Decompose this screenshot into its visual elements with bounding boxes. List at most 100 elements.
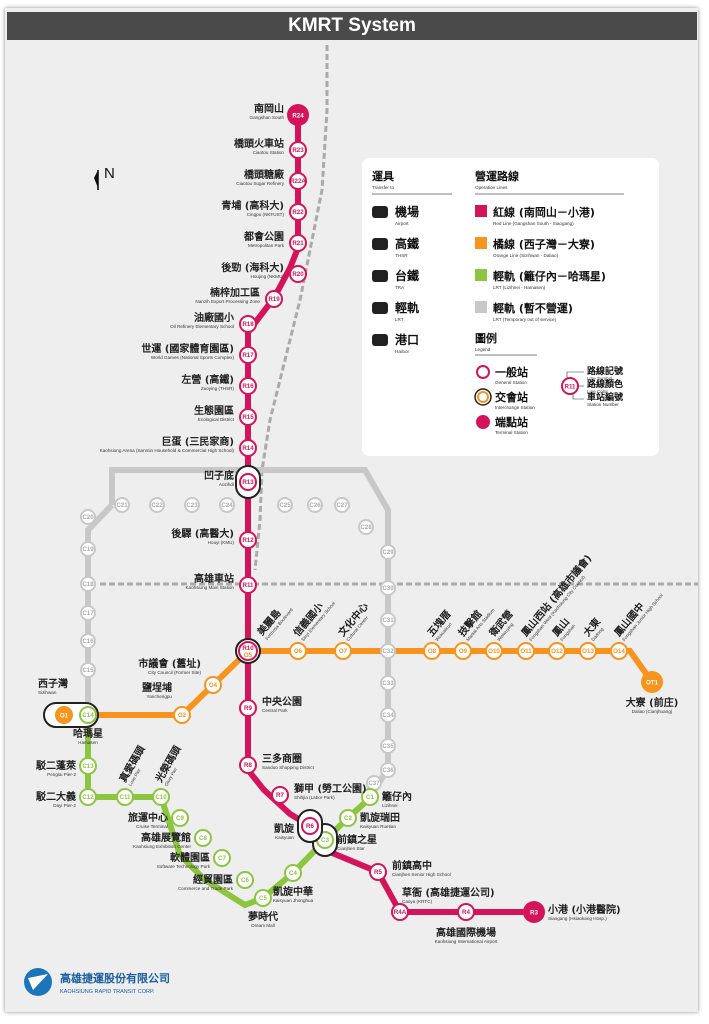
station-o11[interactable]: O11 bbox=[517, 642, 535, 660]
key-sub: General Station bbox=[495, 380, 527, 385]
station-r19[interactable]: R19 bbox=[265, 290, 283, 308]
station-c24[interactable]: C24 bbox=[219, 497, 235, 513]
station-r7[interactable]: R7 bbox=[271, 786, 289, 804]
station-c31[interactable]: C31 bbox=[380, 612, 396, 628]
station-c22[interactable]: C22 bbox=[149, 497, 165, 513]
station-c1[interactable]: C1 bbox=[361, 788, 379, 806]
station-code: C11 bbox=[119, 794, 131, 801]
station-c21[interactable]: C21 bbox=[114, 497, 130, 513]
transfer-label: 高鐵 bbox=[395, 236, 419, 251]
station-c17[interactable]: C17 bbox=[80, 605, 96, 621]
station-c27[interactable]: C27 bbox=[334, 497, 350, 513]
station-name: 南岡山 bbox=[254, 102, 284, 115]
station-c18[interactable]: C18 bbox=[80, 576, 96, 592]
station-o6[interactable]: O6 bbox=[289, 642, 307, 660]
station-o12[interactable]: O12 bbox=[548, 642, 566, 660]
station-c11[interactable]: C11 bbox=[116, 788, 134, 806]
station-c12[interactable]: C12 bbox=[79, 788, 97, 806]
station-c16[interactable]: C16 bbox=[80, 633, 96, 649]
station-ot1[interactable]: OT1 bbox=[641, 671, 663, 693]
station-r12[interactable]: R12 bbox=[239, 531, 257, 549]
station-name-en: Cruise Terminal bbox=[136, 824, 168, 829]
station-c34[interactable]: C34 bbox=[380, 707, 396, 723]
station-code: C28 bbox=[360, 524, 372, 531]
station-r5[interactable]: R5 bbox=[369, 863, 387, 881]
station-r16[interactable]: R16 bbox=[239, 377, 257, 395]
station-o7[interactable]: O7 bbox=[334, 642, 352, 660]
station-code: R16 bbox=[242, 383, 254, 390]
station-c7[interactable]: C7 bbox=[213, 849, 231, 867]
station-r9[interactable]: R9 bbox=[239, 699, 257, 717]
station-r21[interactable]: R21 bbox=[289, 234, 307, 252]
station-o4[interactable]: O4 bbox=[204, 676, 222, 694]
station-c35[interactable]: C35 bbox=[380, 738, 396, 754]
station-o14[interactable]: O14 bbox=[610, 642, 628, 660]
station-c10[interactable]: C10 bbox=[152, 788, 170, 806]
station-c23[interactable]: C23 bbox=[184, 497, 200, 513]
station-r20[interactable]: R20 bbox=[289, 265, 307, 283]
station-o9[interactable]: O9 bbox=[454, 642, 472, 660]
key-title: 圖例 bbox=[475, 331, 497, 345]
station-c32[interactable]: C32 bbox=[380, 643, 396, 659]
railway-center bbox=[253, 469, 264, 571]
station-c6[interactable]: C6 bbox=[236, 871, 254, 889]
station-code: R19 bbox=[268, 296, 280, 303]
station-c26[interactable]: C26 bbox=[307, 497, 323, 513]
station-c28[interactable]: C28 bbox=[358, 519, 374, 535]
station-r15[interactable]: R15 bbox=[239, 408, 257, 426]
station-code: C19 bbox=[82, 546, 94, 553]
station-r22a[interactable]: R22A bbox=[289, 172, 307, 190]
station-r14[interactable]: R14 bbox=[239, 439, 257, 457]
station-r18[interactable]: R18 bbox=[239, 315, 257, 333]
station-o8[interactable]: O8 bbox=[423, 642, 441, 660]
station-r11[interactable]: R11 bbox=[239, 576, 257, 594]
station-code: R6 bbox=[306, 823, 314, 830]
station-code: R24 bbox=[292, 113, 304, 120]
station-name: 凱旋瑞田 bbox=[360, 811, 400, 824]
station-name: 駁二蓬萊 bbox=[35, 759, 77, 772]
station-name: 凹子底 bbox=[204, 469, 234, 482]
station-o13[interactable]: O13 bbox=[579, 642, 597, 660]
station-c14-capsule[interactable]: C14 bbox=[79, 706, 97, 724]
station-name-en: Metropolitan Park bbox=[248, 243, 285, 248]
station-c9[interactable]: C9 bbox=[171, 809, 189, 827]
station-c25[interactable]: C25 bbox=[277, 497, 293, 513]
station-label: 左營 (高鐵)Zuoying (THSR) bbox=[180, 373, 234, 391]
station-c36[interactable]: C36 bbox=[380, 762, 396, 778]
key-label: 一般站 bbox=[495, 365, 528, 379]
station-c13[interactable]: C13 bbox=[79, 757, 97, 775]
station-c4[interactable]: C4 bbox=[284, 864, 302, 882]
station-c29[interactable]: C29 bbox=[380, 544, 396, 560]
station-r22[interactable]: R22 bbox=[289, 203, 307, 221]
station-o2[interactable]: O2 bbox=[173, 706, 191, 724]
key-sub: Terminal Station bbox=[495, 430, 528, 435]
station-r4a[interactable]: R4A bbox=[391, 903, 409, 921]
station-label: 大寮 (前庄)Daliao (Cianjhuang) bbox=[626, 696, 679, 714]
station-r17[interactable]: R17 bbox=[239, 346, 257, 364]
station-r8[interactable]: R8 bbox=[239, 756, 257, 774]
station-c8[interactable]: C8 bbox=[194, 829, 212, 847]
station-r24[interactable]: R24 bbox=[287, 104, 309, 126]
station-c30[interactable]: C30 bbox=[380, 580, 396, 596]
station-c33[interactable]: C33 bbox=[380, 675, 396, 691]
station-r4[interactable]: R4 bbox=[457, 903, 475, 921]
station-r13[interactable]: R13 bbox=[235, 465, 261, 499]
station-c5[interactable]: C5 bbox=[254, 889, 272, 907]
station-code: R5 bbox=[374, 869, 382, 876]
station-c20[interactable]: C20 bbox=[80, 509, 96, 525]
station-c15[interactable]: C15 bbox=[80, 662, 96, 678]
station-c37[interactable]: C37 bbox=[366, 775, 382, 791]
symbol-label: 路線記號 bbox=[587, 365, 623, 377]
station-r3[interactable]: R3 bbox=[523, 901, 545, 923]
station-o10[interactable]: O10 bbox=[485, 642, 503, 660]
station-c2[interactable]: C2 bbox=[339, 809, 357, 827]
station-r6[interactable]: R6 bbox=[297, 809, 323, 843]
station-r23[interactable]: R23 bbox=[289, 141, 307, 159]
station-c19[interactable]: C19 bbox=[80, 541, 96, 557]
